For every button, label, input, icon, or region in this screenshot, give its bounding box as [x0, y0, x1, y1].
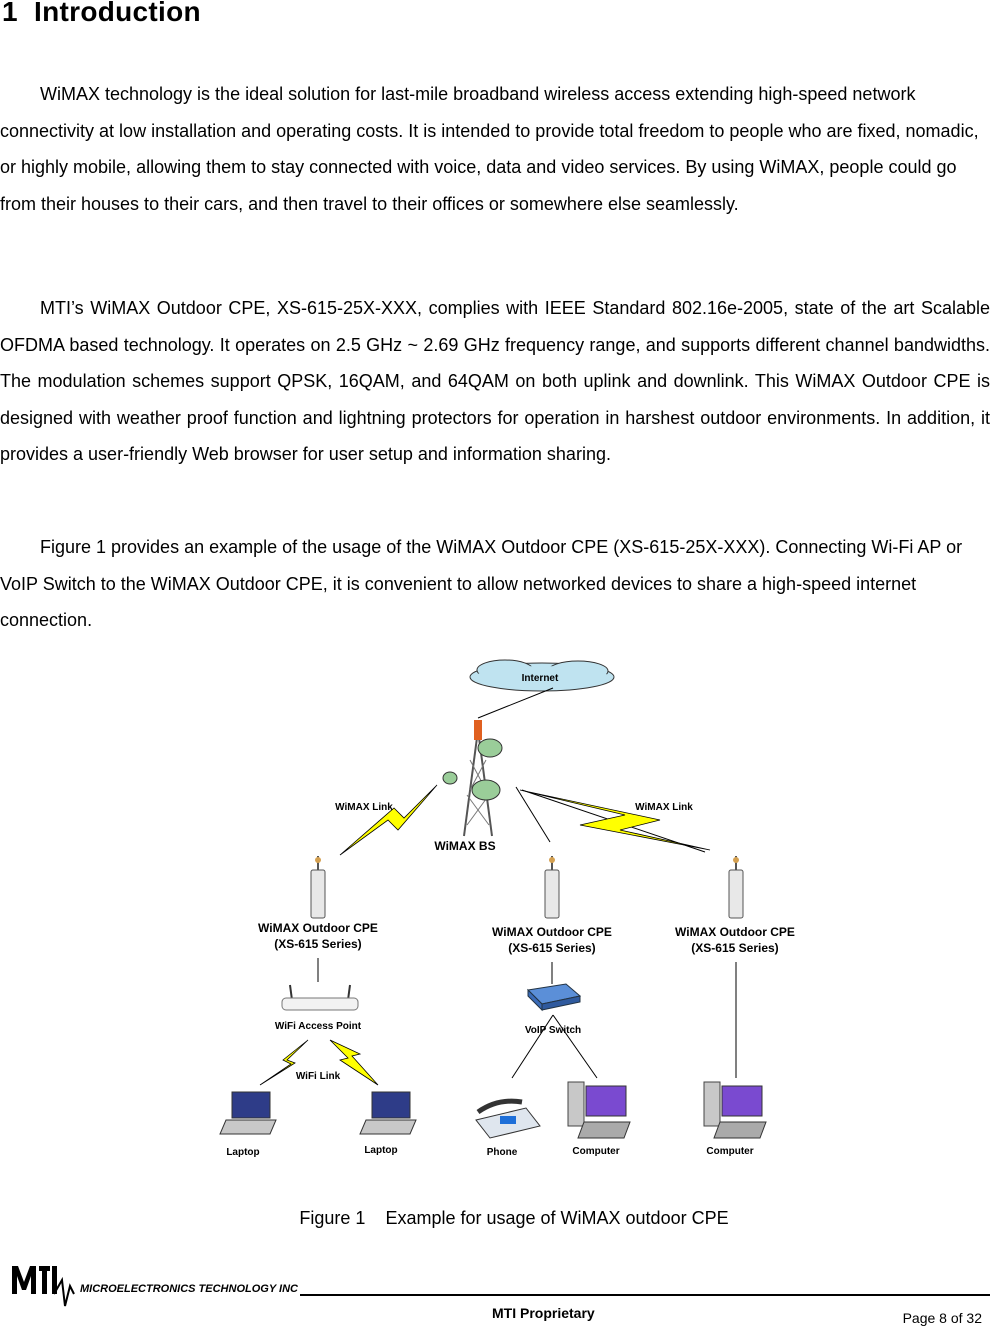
internet-label: Internet [522, 673, 559, 684]
footer-proprietary: MTI Proprietary [492, 1305, 595, 1321]
voip-switch-icon [526, 983, 582, 1012]
cpe-middle-series: (XS-615 Series) [508, 941, 595, 955]
paragraph-3: Figure 1 provides an example of the usag… [0, 537, 963, 630]
wifi-link-left-icon [259, 1039, 309, 1086]
voip-switch-label: VoIP Switch [525, 1025, 581, 1036]
cpe-left-icon [310, 856, 326, 919]
wifi-link-label: WiFi Link [296, 1071, 341, 1082]
computer-right-icon [703, 1081, 767, 1139]
paragraph-1: WiMAX technology is the ideal solution f… [0, 84, 979, 214]
base-station-label: WiMAX BS [434, 839, 495, 853]
computer-middle-label: Computer [572, 1146, 619, 1157]
cpe-middle-name: WiMAX Outdoor CPE [492, 925, 612, 939]
cpe-left-series: (XS-615 Series) [274, 937, 361, 951]
mti-logo: MICROELECTRONICS TECHNOLOGY INC. [12, 1266, 298, 1307]
internet-cloud-icon [469, 659, 615, 692]
cpe-right-icon [728, 856, 744, 919]
company-name: MICROELECTRONICS TECHNOLOGY INC. [80, 1283, 298, 1295]
laptop-right-label: Laptop [364, 1145, 397, 1156]
page-number: Page 8 of 32 [902, 1310, 982, 1326]
wifi-access-point-label: WiFi Access Point [275, 1021, 362, 1032]
paragraph-2: MTI’s WiMAX Outdoor CPE, XS-615-25X-XXX,… [0, 298, 990, 464]
wifi-access-point-icon [281, 984, 359, 1011]
wimax-link-right-icon [519, 789, 711, 851]
section-title: Introduction [34, 0, 201, 27]
cpe-left-name: WiMAX Outdoor CPE [258, 921, 378, 935]
wimax-link-right-label: WiMAX Link [635, 802, 693, 813]
cpe-right-name: WiMAX Outdoor CPE [675, 925, 795, 939]
wimax-link-left-icon [339, 784, 438, 856]
section-heading: 1 Introduction [2, 0, 201, 28]
laptop-right-icon [359, 1091, 417, 1135]
computer-right-label: Computer [706, 1146, 753, 1157]
mti-logo-mark-icon [12, 1266, 75, 1307]
phone-label: Phone [487, 1147, 518, 1158]
network-diagram: Internet WiMAX Link WiMAX Link WiMAX BS [219, 659, 795, 1158]
laptop-left-label: Laptop [226, 1147, 259, 1158]
wimax-link-left-label: WiMAX Link [335, 802, 393, 813]
footer-rule [300, 1294, 990, 1296]
section-number: 1 [2, 0, 18, 27]
computer-middle-icon [567, 1081, 631, 1139]
cpe-right-series: (XS-615 Series) [691, 941, 778, 955]
laptop-left-icon [219, 1091, 277, 1135]
phone-icon [475, 1098, 541, 1139]
cpe-middle-icon [544, 856, 560, 919]
figure-caption: Figure 1 Example for usage of WiMAX outd… [299, 1208, 729, 1228]
base-station-tower-icon [442, 720, 503, 837]
wifi-link-right-icon [329, 1039, 379, 1086]
